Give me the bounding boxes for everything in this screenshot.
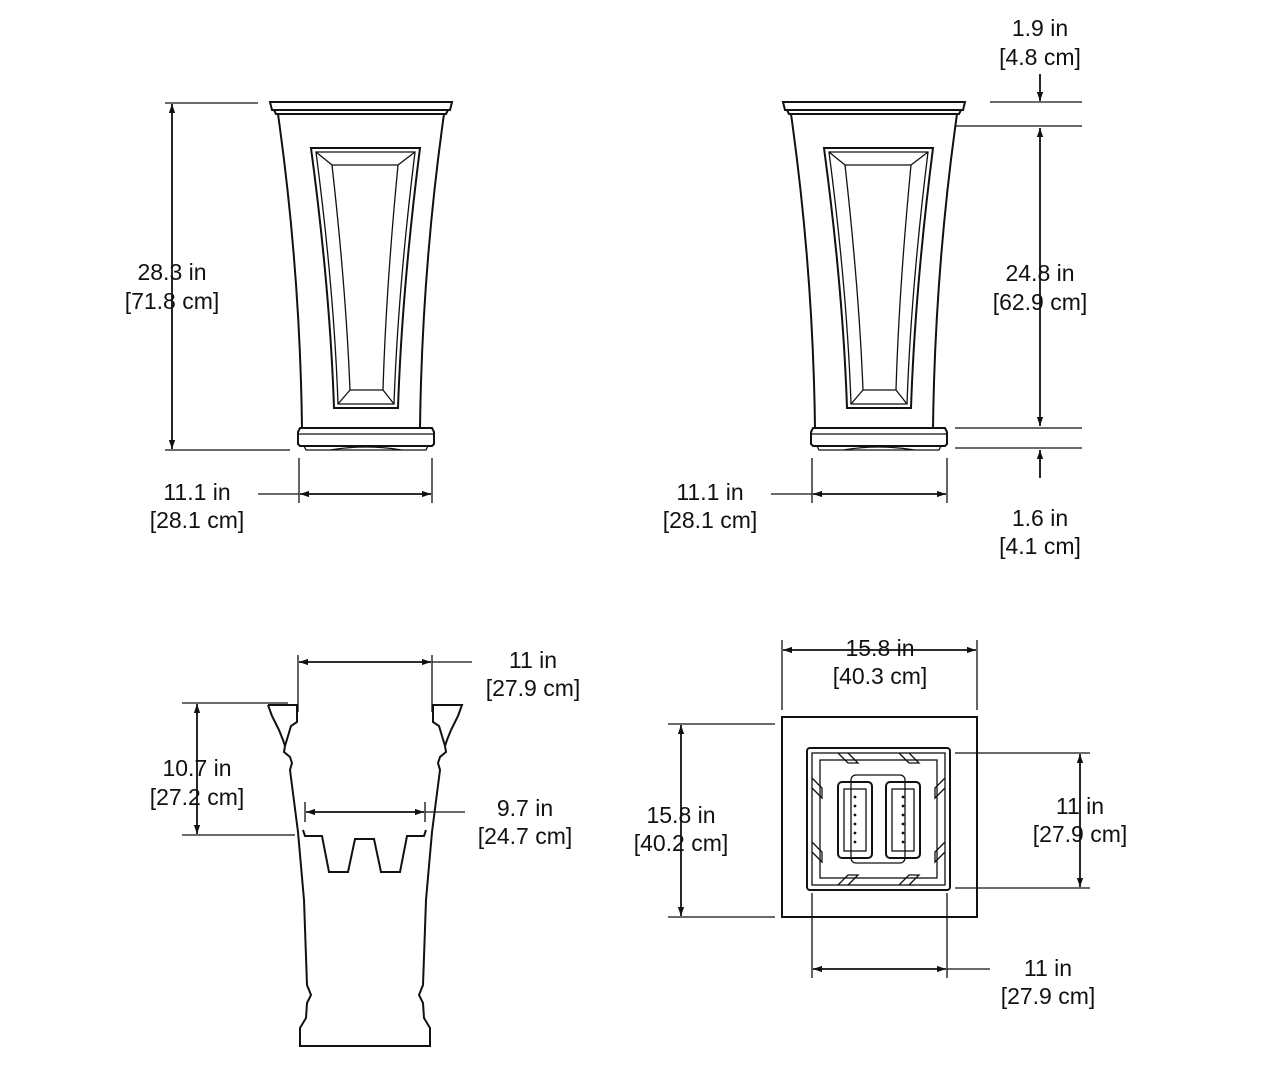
planter-front-drawing [782,101,966,451]
inner-depth-cm-label: [27.9 cm] [1033,821,1128,847]
body-height-in-label: 24.8 in [1005,260,1074,286]
base-width-cm-label: [28.1 cm] [150,507,245,533]
body-height-cm-label: [62.9 cm] [993,289,1088,315]
liner-tray [302,829,427,873]
base-width-in-label: 11.1 in [163,479,230,505]
top-rim-in-label: 1.9 in [1012,15,1068,41]
base-height-cm-label: [4.1 cm] [999,533,1081,559]
top-view: 15.8 in [40.3 cm] 15.8 in [40.2 cm] 11 i… [634,635,1128,1009]
height-in-label: 28.3 in [137,259,206,285]
liner-depth-cm-label: [27.2 cm] [150,784,245,810]
reservoir-left [837,781,873,859]
planter-front-drawing [269,101,453,451]
liner-width-cm-label: [24.7 cm] [478,823,573,849]
outer-square [781,716,978,918]
outer-depth-in-label: 15.8 in [646,802,715,828]
inner-width-cm-label: [27.9 cm] [1001,983,1096,1009]
height-cm-label: [71.8 cm] [125,288,220,314]
inner-top-width-in-label: 11 in [509,647,557,673]
liner-width-in-label: 9.7 in [497,795,553,821]
inner-top-width-cm-label: [27.9 cm] [486,675,581,701]
front-view-right: 1.9 in [4.8 cm] 24.8 in [62.9 cm] 1.6 in… [663,15,1088,559]
base-width-in-label: 11.1 in [676,479,743,505]
front-view-left: 28.3 in [71.8 cm] 11.1 in [28.1 cm] [125,101,453,533]
top-rim-cm-label: [4.8 cm] [999,44,1081,70]
section-view: 11 in [27.9 cm] 10.7 in [27.2 cm] 9.7 in… [150,647,581,1047]
liner-depth-in-label: 10.7 in [162,755,231,781]
base-height-in-label: 1.6 in [1012,505,1068,531]
base-width-cm-label: [28.1 cm] [663,507,758,533]
outer-width-cm-label: [40.3 cm] [833,663,928,689]
planter-section-outline [268,704,464,1047]
inner-depth-in-label: 11 in [1056,793,1104,819]
outer-depth-cm-label: [40.2 cm] [634,830,729,856]
reservoir-right [885,781,921,859]
inner-square [806,747,951,891]
inner-width-in-label: 11 in [1024,955,1072,981]
outer-width-in-label: 15.8 in [845,635,914,661]
